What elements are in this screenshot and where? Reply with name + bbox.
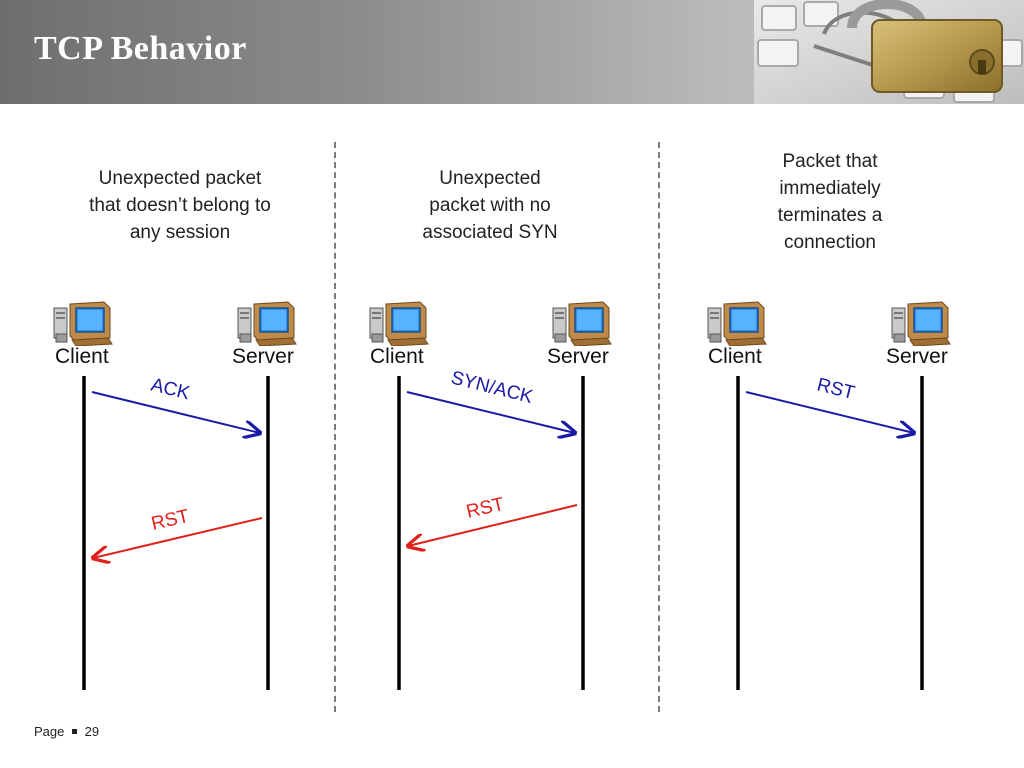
caption-line: terminates a [777,205,883,226]
caption-line: any session [129,222,231,243]
page-footer: Page 29 [34,724,99,739]
caption-line: Unexpected [439,168,541,189]
computer-icon [706,300,770,347]
rst-arrow [408,504,578,546]
message-label: RST [149,506,191,535]
square-bullet-icon [72,729,77,735]
message-label: ACK [149,374,192,404]
rst-arrow [93,517,263,558]
panel-separator [658,142,660,712]
computer-icon [236,300,300,347]
panel-3-caption: Packet that immediately terminates a con… [720,148,940,256]
panel-separator [334,142,336,712]
client-label: Client [708,345,762,368]
caption-line: associated SYN [422,222,558,243]
ack-arrow [91,391,260,433]
message-label: RST [815,374,857,404]
client-label: Client [55,345,109,368]
computer-icon [368,300,432,347]
client-label: Client [370,345,424,368]
caption-line: Packet that [782,151,878,172]
server-label: Server [886,345,948,368]
padlock-and-keys-image [754,0,1024,104]
caption-line: packet with no [429,195,551,216]
server-label: Server [547,345,609,368]
slide-title: TCP Behavior [34,30,247,67]
caption-line: connection [784,232,876,253]
message-label: RST [464,494,506,523]
caption-line: immediately [779,178,881,199]
caption-line: Unexpected packet [98,168,262,189]
computer-icon [890,300,954,347]
rst-arrow [745,391,914,433]
page-number: 29 [84,724,100,739]
page-label: Page [34,724,65,739]
panel-2-caption: Unexpected packet with no associated SYN [380,165,600,246]
computer-icon [52,300,116,347]
server-label: Server [232,345,294,368]
title-bar: TCP Behavior [0,0,1024,104]
panel-1-caption: Unexpected packet that doesn’t belong to… [70,165,290,246]
message-label: SYN/ACK [449,367,535,408]
caption-line: that doesn’t belong to [89,195,271,216]
computer-icon [551,300,615,347]
syn-ack-arrow [406,391,575,433]
